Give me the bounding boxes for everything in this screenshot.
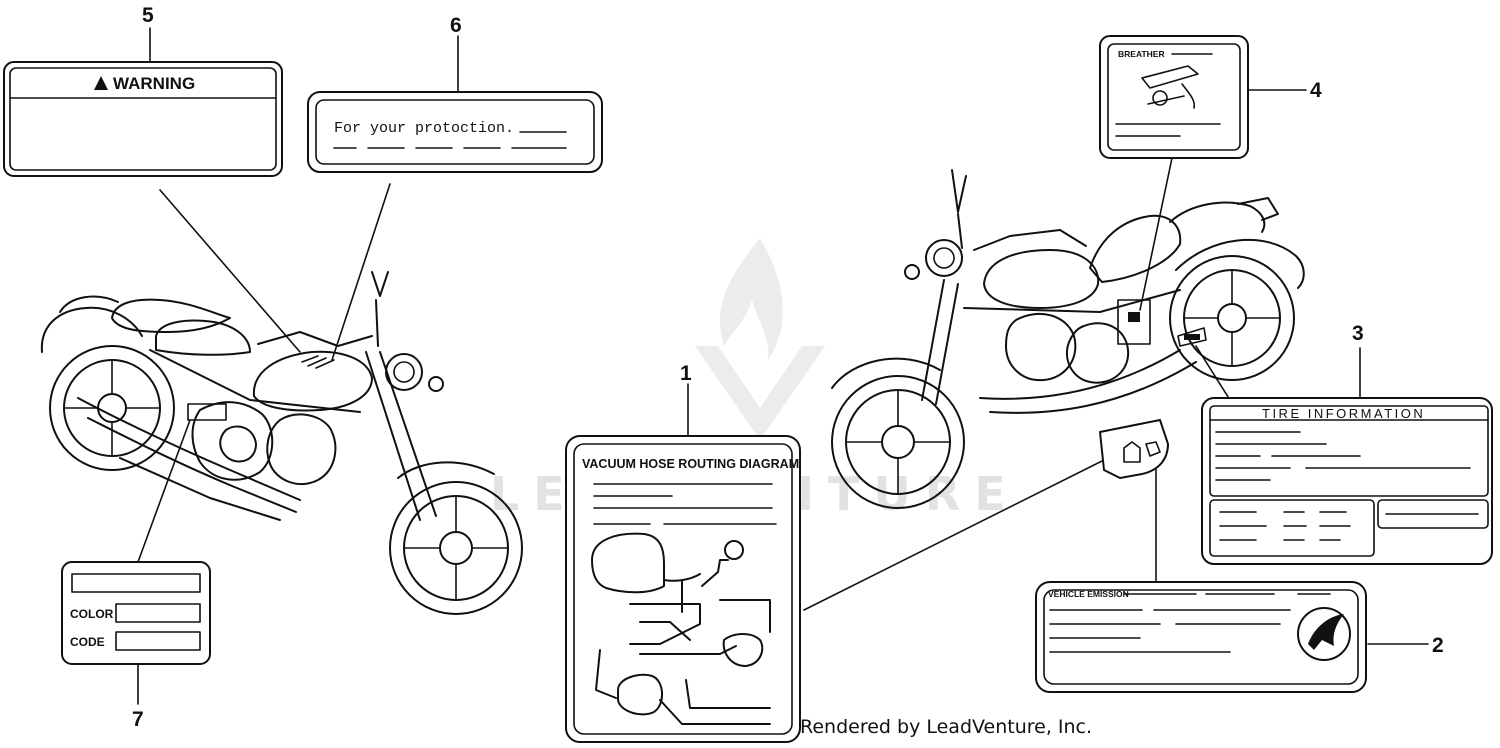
leader-lines [137, 27, 1429, 705]
warning-label-text: WARNING [113, 74, 195, 93]
honda-mark-label [1099, 419, 1169, 479]
callout-number: 2 [1432, 634, 1444, 657]
breather-title: BREATHER [1118, 49, 1165, 59]
warning-triangle-icon [94, 76, 108, 90]
color-code-label: COLOR CODE [61, 561, 211, 665]
callout-number: 6 [450, 14, 462, 37]
tire-information-label: TIRE INFORMATION [1201, 397, 1493, 565]
protection-label-text: For your protoction. [334, 120, 514, 137]
callout-number: 5 [142, 4, 154, 27]
callout-number: 4 [1310, 79, 1322, 102]
callout-number: 7 [132, 708, 144, 731]
color-field-label: COLOR [70, 607, 114, 621]
callout-numbers: 5 6 4 3 1 2 7 [132, 4, 1444, 731]
left-motorcycle-illustration [40, 271, 523, 615]
render-credit-text: Rendered by LeadVenture, Inc. [800, 716, 1093, 738]
vehicle-emission-title: VEHICLE EMISSION [1048, 589, 1129, 599]
honda-wing-logo [1297, 607, 1351, 661]
callout-number: 3 [1352, 322, 1364, 345]
tire-information-title: TIRE INFORMATION [1262, 406, 1425, 421]
warning-label: WARNING [3, 61, 283, 177]
callout-number: 1 [680, 362, 692, 385]
vacuum-hose-label: VACUUM HOSE ROUTING DIAGRAM [565, 435, 801, 743]
code-field-label: CODE [70, 635, 105, 649]
protection-label: For your protoction. [307, 91, 603, 173]
breather-label: BREATHER [1099, 35, 1249, 159]
vehicle-emission-label: VEHICLE EMISSION [1035, 581, 1367, 693]
right-motorcycle-illustration [831, 169, 1305, 509]
vacuum-hose-title: VACUUM HOSE ROUTING DIAGRAM [582, 457, 799, 471]
